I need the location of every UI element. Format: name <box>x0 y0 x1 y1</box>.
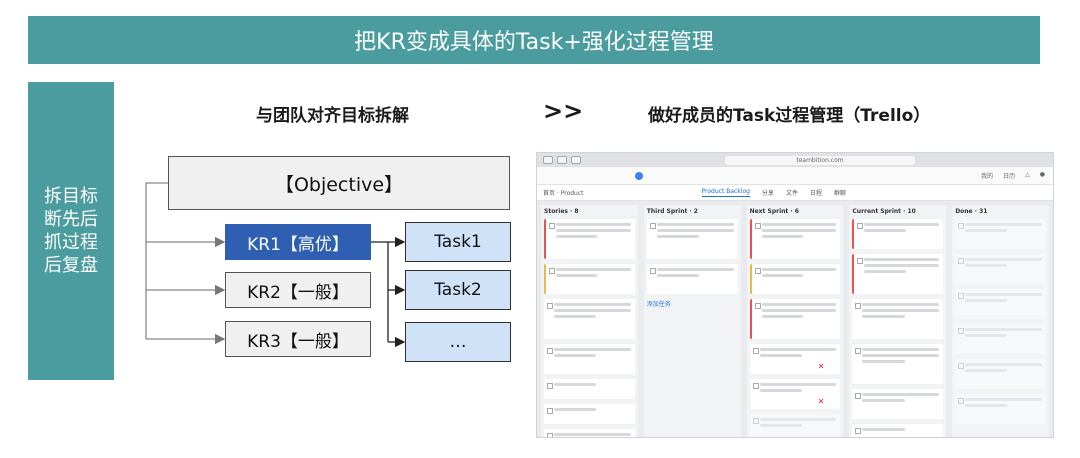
trello-breadcrumb: 首页 · Product <box>543 190 584 197</box>
bell-icon: △ <box>1025 171 1030 178</box>
tab-chat: 群聊 <box>833 190 846 197</box>
objective-trunk-line <box>145 182 168 339</box>
trello-topnav: 我的 日历 △ ● <box>537 167 1053 185</box>
trello-subnav: 首页 · Product Product Backlog 分享 文件 日程 群聊 <box>537 185 1053 201</box>
list-item <box>544 219 635 259</box>
list-item <box>544 404 635 424</box>
tab-product-backlog: Product Backlog <box>701 188 750 197</box>
close-icon: ✕ <box>817 362 825 371</box>
add-icon <box>635 171 643 180</box>
add-task-link: 添加任务 <box>646 301 671 308</box>
list-item <box>955 359 1046 389</box>
list-item <box>852 254 944 294</box>
trello-column: Current Sprint · 10 <box>849 205 947 437</box>
list-item <box>852 344 944 384</box>
nav-calendar: 日历 <box>1003 173 1016 180</box>
list-item <box>955 289 1046 319</box>
list-item <box>852 424 944 437</box>
separator-arrows: >> <box>543 97 584 125</box>
browser-sidebar-icon <box>571 156 581 164</box>
list-item <box>544 299 635 339</box>
tab-files: 文件 <box>785 190 798 197</box>
right-heading: 做好成员的Task过程管理（Trello） <box>648 106 931 126</box>
task1-box: Task1 <box>405 222 511 262</box>
list-item <box>544 429 635 437</box>
column-title: Third Sprint · 2 <box>646 208 698 215</box>
list-item <box>852 219 944 249</box>
task2-box: Task2 <box>405 270 511 310</box>
list-item <box>955 324 1046 354</box>
column-title: Next Sprint · 6 <box>749 208 799 215</box>
column-title: Done · 31 <box>955 208 988 215</box>
list-item <box>646 219 738 259</box>
list-item <box>955 394 1046 424</box>
kr1-box: KR1【高优】 <box>225 224 371 260</box>
list-item <box>749 264 841 294</box>
kr3-box: KR3【一般】 <box>225 321 371 357</box>
column-title: Current Sprint · 10 <box>852 208 916 215</box>
sidebar-label: 拆目标 断先后 抓过程 后复盘 <box>28 82 114 380</box>
list-item <box>749 299 841 339</box>
list-item <box>749 219 841 259</box>
trello-column: Third Sprint · 2 添加任务 <box>643 205 741 437</box>
browser-back-icon <box>543 156 553 164</box>
list-item <box>544 264 635 294</box>
list-item <box>955 254 1046 284</box>
banner-title-text: 把KR变成具体的Task+强化过程管理 <box>354 30 714 55</box>
trello-column: Next Sprint · 6 ✕ ✕ <box>746 205 844 437</box>
list-item <box>544 344 635 374</box>
browser-forward-icon <box>557 156 567 164</box>
trello-screenshot: teambition.com 我的 日历 △ ● 首页 · Product Pr… <box>536 152 1054 438</box>
list-item <box>646 264 738 294</box>
left-heading: 与团队对齐目标拆解 <box>256 106 409 126</box>
task3-box: … <box>405 322 511 362</box>
browser-url: teambition.com <box>725 155 915 165</box>
avatar: ● <box>1039 171 1045 178</box>
nav-mine: 我的 <box>981 173 994 180</box>
list-item <box>544 379 635 399</box>
trello-column: Done · 31 <box>952 205 1049 437</box>
tab-share: 分享 <box>761 190 774 197</box>
list-item <box>955 219 1046 249</box>
list-item <box>852 299 944 339</box>
browser-bar: teambition.com <box>537 153 1053 167</box>
column-title: Stories · 8 <box>544 208 579 215</box>
list-item: ✕ <box>749 379 841 409</box>
objective-box: 【Objective】 <box>168 156 510 210</box>
sidebar-label-text: 拆目标 断先后 抓过程 后复盘 <box>44 186 98 276</box>
list-item: ✕ <box>749 344 841 374</box>
trello-column: Stories · 8 <box>541 205 638 437</box>
trello-columns: Stories · 8 Third Sprint · 2 添加任务 Next S… <box>537 201 1053 437</box>
list-item <box>852 389 944 419</box>
kr2-box: KR2【一般】 <box>225 272 371 308</box>
close-icon: ✕ <box>817 397 825 406</box>
tab-schedule: 日程 <box>809 190 822 197</box>
list-item <box>749 414 841 437</box>
banner-title: 把KR变成具体的Task+强化过程管理 <box>28 16 1040 64</box>
